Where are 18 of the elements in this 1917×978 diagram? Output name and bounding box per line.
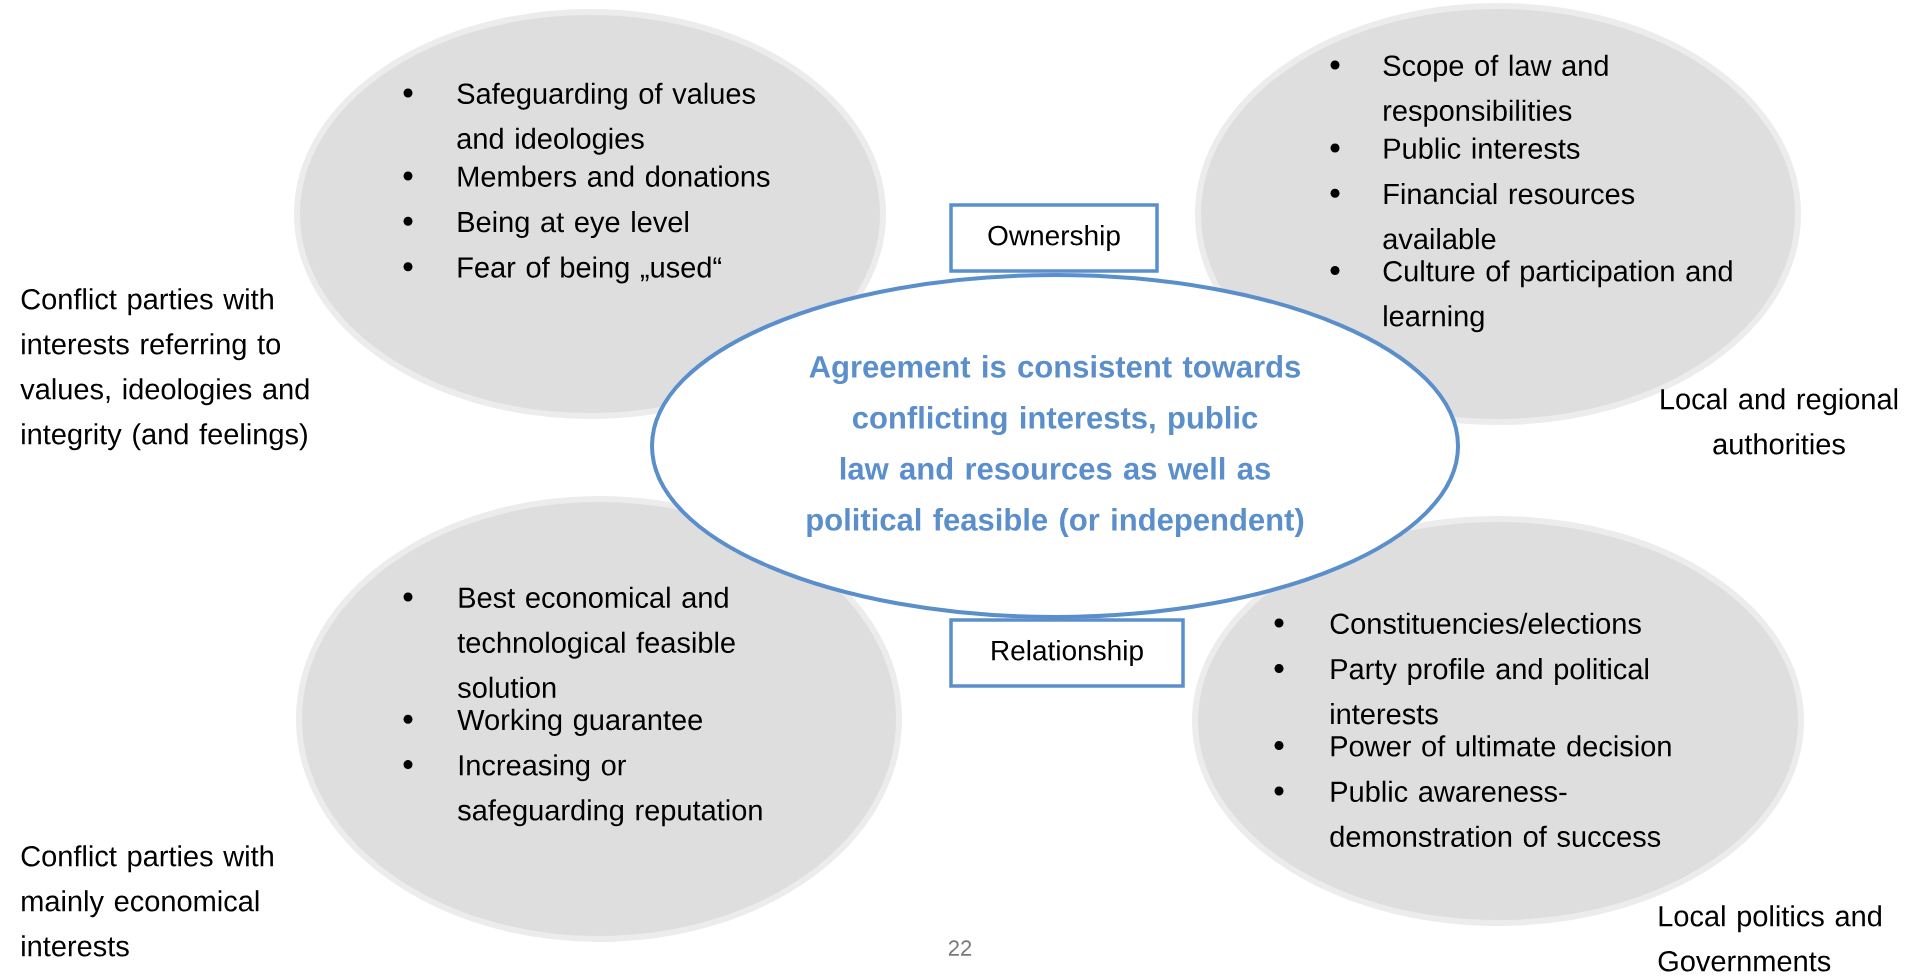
bullet-item: Increasing or safeguarding reputation xyxy=(458,754,762,827)
bullet-item: Party profile and political interests xyxy=(1331,658,1648,725)
bullet-item: Financial resources available xyxy=(1383,183,1635,250)
group-caption: Local politics and Governments xyxy=(1658,905,1881,972)
bullet-item: Being at eye level xyxy=(458,211,688,239)
bullet-item: Power of ultimate decision xyxy=(1331,735,1671,757)
bullet-item: Safeguarding of values and ideologies xyxy=(457,82,755,155)
label-box: Relationship xyxy=(949,618,1185,688)
bullet-item: Public interests xyxy=(1384,137,1580,159)
bullet-item: Working guarantee xyxy=(457,708,702,736)
page-number: 22 xyxy=(948,940,972,956)
bullet-item: Scope of law and responsibilities xyxy=(1383,54,1608,127)
bullet-item: Public awareness- demonstration of success xyxy=(1330,780,1661,847)
group-caption: Local and regional authorities xyxy=(1661,388,1898,455)
label-box: Ownership xyxy=(949,203,1159,273)
bullet-item: Members and donations xyxy=(458,165,770,187)
group-caption: Conflict parties with mainly economical interests xyxy=(21,845,273,957)
group-caption: Conflict parties with interests referring to values, ideologies and integrity (and feelings) xyxy=(20,288,309,451)
